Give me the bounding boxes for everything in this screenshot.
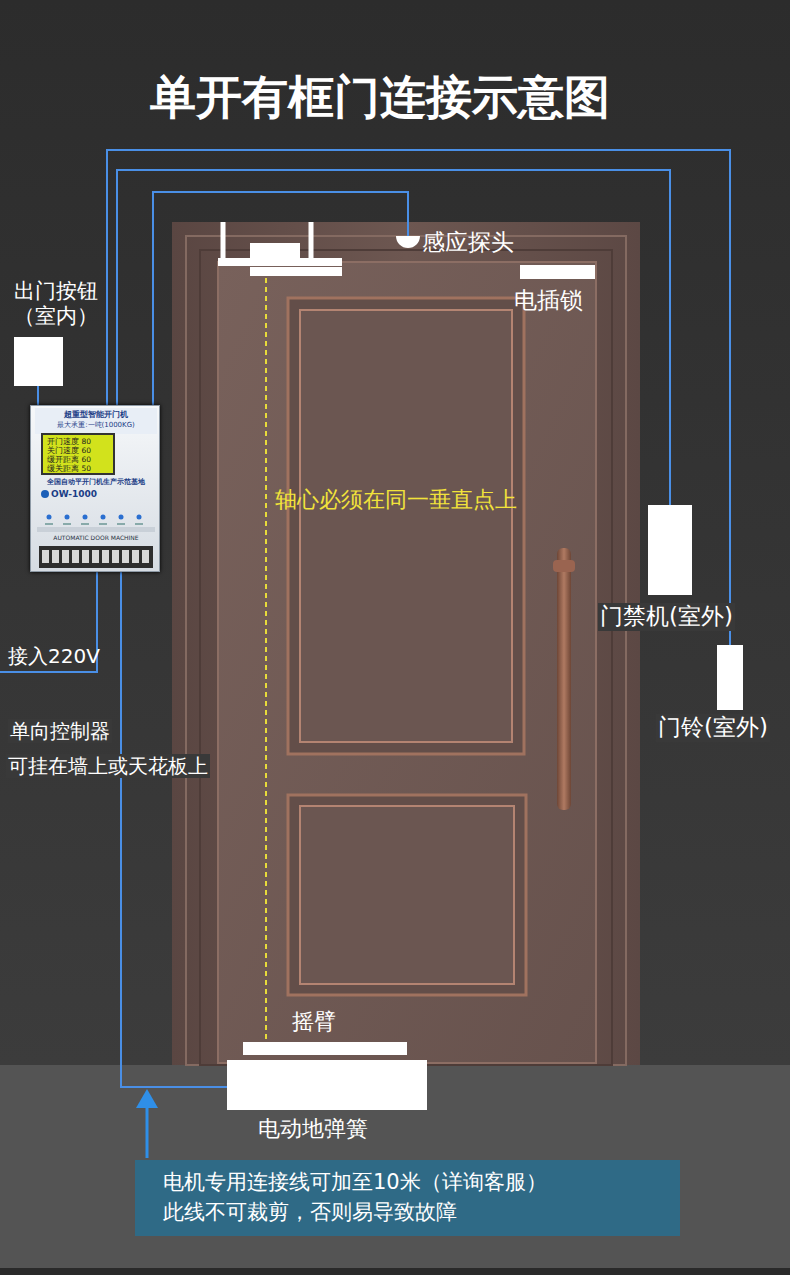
svg-circle (137, 515, 142, 520)
exit-button-text: 出门按钮 （室内） (4, 279, 108, 329)
sensor-probe-text: 感应探头 (422, 229, 514, 257)
svg-rect (112, 550, 119, 563)
svg-rect (52, 550, 59, 563)
note-pointer-head (136, 1089, 158, 1108)
top-pivot-plate (218, 258, 342, 266)
controller-box-text: 全国自动平开门机生产示范基地 (31, 478, 161, 486)
svg-rect (135, 523, 143, 525)
access-control-unit: 门禁机(室外) (648, 505, 692, 595)
svg-rect (117, 523, 125, 525)
floor-edge (0, 1268, 790, 1275)
indicator-icons (47, 515, 142, 520)
rocker-arm: 摇臂 (243, 1042, 407, 1055)
lcd-screen-text: 缓开距离 60 (47, 455, 91, 464)
note-box-text: 电机专用连接线可加至10米（详询客服） (163, 1167, 652, 1197)
background (0, 0, 790, 1065)
svg-circle (65, 515, 70, 520)
svg-rect (63, 523, 71, 525)
terminals (42, 550, 149, 563)
electric-lock: 电插锁 (520, 265, 595, 279)
rocker-arm-text: 摇臂 (292, 1009, 336, 1035)
door-frame (172, 222, 640, 1065)
top-pivot-block (250, 243, 300, 258)
door-leaf (218, 262, 596, 1063)
lcd-screen-text: 缓关距离 50 (47, 464, 91, 473)
doorbell: 门铃(室外) (717, 645, 743, 710)
lower-panel-inner (300, 806, 514, 984)
svg-rect (142, 550, 149, 563)
svg-rect (81, 523, 89, 525)
svg-rect (122, 550, 129, 563)
lcd-screen-text: 开门速度 80 (47, 437, 91, 446)
doorbell-text: 门铃(室外) (656, 714, 770, 742)
controller-box-text: 超重型智能开门机 (31, 410, 161, 420)
controller-label: 单向控制器 (8, 719, 112, 743)
access-control-unit-text: 门禁机(室外) (598, 603, 735, 631)
svg-rect (132, 550, 139, 563)
lcd-screen-text: 关门速度 60 (47, 446, 91, 455)
sensor-probe: 感应探头 (396, 236, 420, 248)
svg-rect (72, 550, 79, 563)
terminal-block (39, 546, 153, 568)
lcd-screen: 开门速度 80关门速度 60缓开距离 60缓关距离 50 (41, 433, 115, 475)
brand-icon (41, 490, 49, 498)
frame-molding (200, 250, 612, 1065)
svg-circle (47, 515, 52, 520)
probe-shape (396, 236, 420, 248)
diagram-title: 单开有框门连接示意图 (0, 70, 760, 125)
controller-box-text: AUTOMATIC DOOR MACHINE (31, 534, 161, 541)
handle-mount (553, 560, 575, 572)
svg-rect (45, 523, 53, 525)
patent-strip (37, 527, 155, 532)
wire-connector (37, 386, 39, 405)
controller-box: 超重型智能开门机最大承重:一吨(1000KG) 全国自动平开门机生产示范基地 OW-… (30, 405, 160, 572)
svg-rect (82, 550, 89, 563)
controller-box-text: OW-1000 (51, 489, 97, 500)
mounting-note: 可挂在墙上或天花板上 (6, 754, 210, 778)
note-pointer (146, 1104, 149, 1158)
wire-connector (121, 572, 227, 1087)
lower-panel (288, 795, 526, 995)
electric-lock-text: 电插锁 (514, 287, 583, 315)
upper-panel-inner (300, 310, 512, 742)
svg-rect (99, 523, 107, 525)
door-handle (557, 548, 571, 810)
indicator-captions (45, 523, 143, 525)
svg-circle (83, 515, 88, 520)
wire-connector (153, 192, 408, 405)
frame-molding (186, 236, 626, 1065)
axis-line (265, 278, 267, 1040)
floor-spring: 电动地弹簧 (227, 1060, 427, 1110)
controller-box-text: 最大承重:一吨(1000KG) (31, 421, 161, 429)
svg-rect (92, 550, 99, 563)
note-box: 电机专用连接线可加至10米（详询客服）此线不可裁剪，否则易导致故障 (135, 1160, 680, 1236)
top-pivot-bracket (223, 222, 311, 262)
exit-button: 出门按钮 （室内） (14, 337, 63, 386)
svg-circle (101, 515, 106, 520)
wire-connector (107, 150, 730, 645)
svg-circle (119, 515, 124, 520)
svg-rect (102, 550, 109, 563)
floor-spring-text: 电动地弹簧 (258, 1116, 368, 1142)
wire-connector (117, 170, 670, 505)
note-box-text: 此线不可裁剪，否则易导致故障 (163, 1197, 652, 1227)
probe-dome (396, 236, 420, 248)
upper-panel (288, 298, 524, 754)
top-pivot-arm (250, 267, 342, 276)
svg-rect (62, 550, 69, 563)
svg-rect (42, 550, 49, 563)
power-label: 接入220V (8, 644, 100, 668)
axis-note: 轴心必须在同一垂直点上 (275, 487, 517, 513)
